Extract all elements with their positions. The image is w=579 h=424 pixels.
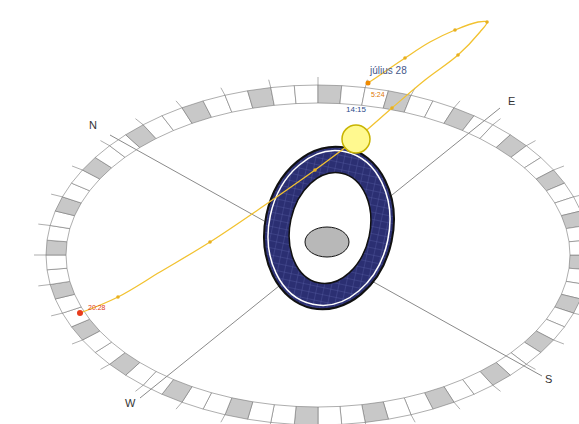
ring-segment — [46, 240, 67, 255]
ring-tick — [72, 166, 82, 170]
sunrise-time: 5:24 — [370, 91, 386, 99]
ring-tick — [176, 101, 182, 108]
ring-tick — [221, 88, 225, 96]
ring-tick — [176, 402, 182, 409]
ring-tick — [411, 415, 415, 423]
ring-segment — [318, 406, 342, 424]
ring-tick — [72, 340, 82, 344]
ring-tick — [51, 194, 62, 197]
ring-tick — [554, 340, 564, 344]
ring-segment — [340, 405, 365, 424]
ring-segment — [271, 86, 296, 106]
ring-segment — [566, 225, 579, 241]
hour-dot — [456, 53, 460, 57]
horizon-ring — [34, 77, 579, 424]
ring-segment — [318, 85, 342, 104]
sun — [342, 125, 370, 153]
ring-tick — [34, 255, 46, 256]
ring-tick — [100, 364, 109, 369]
ring-tick — [269, 80, 271, 88]
sun-path — [80, 20, 489, 313]
ring-tick — [38, 224, 50, 225]
ring-tick — [269, 422, 271, 424]
ring-segment — [271, 405, 296, 424]
hour-dot — [366, 81, 370, 85]
sunrise-marker — [366, 81, 371, 86]
sunset-time: 20:28 — [87, 304, 107, 312]
ring-tick — [574, 313, 579, 316]
ring-tick — [38, 285, 50, 286]
ring-tick — [454, 101, 460, 108]
solar-ring-object — [249, 134, 408, 321]
ring-tick — [493, 385, 501, 391]
ring-segment — [569, 255, 579, 270]
date-label: július 28 — [369, 65, 408, 76]
compass-north: N — [88, 119, 98, 131]
compass-west: W — [124, 397, 136, 409]
hour-dot — [208, 240, 212, 244]
compass-south: S — [544, 373, 553, 385]
hour-dot — [313, 168, 317, 172]
ring-tick — [526, 364, 535, 369]
ring-segment — [569, 240, 579, 255]
ring-tick — [51, 313, 62, 316]
hour-dot — [390, 106, 394, 110]
ring-segment — [47, 268, 70, 284]
hour-dot — [116, 295, 120, 299]
sun-path-line — [80, 21, 487, 313]
compass-east: E — [507, 95, 516, 107]
ring-tick — [100, 141, 109, 146]
hour-dot — [453, 28, 457, 32]
east-west-axis — [140, 108, 500, 398]
ring-tick — [574, 194, 579, 197]
ring-segment — [294, 406, 318, 424]
north-south-axis — [110, 135, 542, 376]
ring-tick — [135, 119, 143, 125]
ring-segment — [46, 255, 67, 270]
ring-tick — [554, 166, 564, 170]
ring-segment — [340, 86, 365, 106]
hour-dot — [485, 20, 489, 24]
ring-tick — [526, 141, 535, 146]
ring-tick — [493, 119, 501, 125]
current-time: 14:15 — [345, 106, 367, 115]
ring-tick — [454, 402, 460, 409]
hour-dot — [403, 56, 407, 60]
ring-tick — [365, 422, 367, 424]
ring-tick — [135, 385, 143, 391]
ring-segment — [561, 211, 579, 229]
sunset-marker — [77, 310, 83, 316]
ring-tick — [221, 415, 225, 423]
ring-segment — [362, 402, 389, 423]
ring-segment — [248, 88, 275, 109]
ring-segment — [294, 85, 318, 104]
ring-tick — [318, 77, 319, 85]
